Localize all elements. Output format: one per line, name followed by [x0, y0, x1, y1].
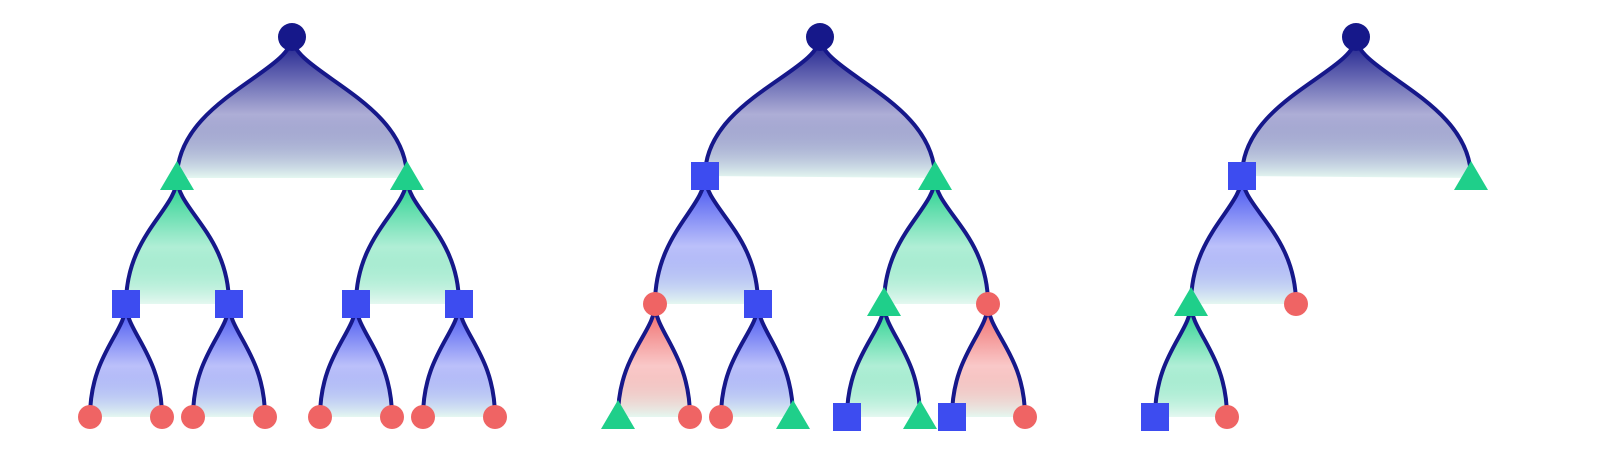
tree-1-b1-branch-fill — [320, 304, 392, 417]
tree-2-node-a1-circle — [643, 292, 667, 316]
tree-2-node-b-triangle — [918, 161, 952, 190]
tree-1-r-branch-fill — [177, 37, 407, 178]
tree-2-a-branch-fill — [655, 176, 758, 304]
tree-1-node-b1b-circle — [380, 405, 404, 429]
tree-2-node-a2a-circle — [709, 405, 733, 429]
tree-1-node-b-triangle — [390, 161, 424, 190]
tree-1-node-b1a-circle — [308, 405, 332, 429]
tree-1-node-a-triangle — [160, 161, 194, 190]
tree-3-a-branch-fill — [1191, 176, 1296, 304]
tree-2-node-a2-square — [744, 290, 772, 318]
tree-3-a1-branch-fill — [1155, 304, 1227, 417]
tree-2-node-b2-circle — [976, 292, 1000, 316]
tree-2-node-a-square — [691, 162, 719, 190]
tree-1-node-r-root — [278, 23, 306, 51]
tree-1-node-a2a-circle — [181, 405, 205, 429]
tree-2-node-a1b-circle — [678, 405, 702, 429]
tree-3-node-a-square — [1228, 162, 1256, 190]
tree-2-node-a1a-triangle — [601, 400, 635, 429]
tree-1-node-a1-square — [112, 290, 140, 318]
tree-1-node-a1a-circle — [78, 405, 102, 429]
tree-2-node-a2b-triangle — [776, 400, 810, 429]
tree-2-b2-branch-fill — [952, 304, 1025, 417]
tree-2-node-b2b-circle — [1013, 405, 1037, 429]
tree-2-node-b1a-square — [833, 403, 861, 431]
tree-2-node-b1-triangle — [867, 287, 901, 316]
tree-1-b-branch-fill — [356, 178, 459, 304]
tree-1-node-b2a-circle — [411, 405, 435, 429]
tree-1-node-a2b-circle — [253, 405, 277, 429]
branch-gradient-fills — [90, 37, 1471, 417]
tree-3-node-r-root — [1342, 23, 1370, 51]
tree-nodes — [78, 23, 1488, 431]
tree-3-node-a1b-circle — [1215, 405, 1239, 429]
tree-2-node-r-root — [806, 23, 834, 51]
tree-1-a1-branch-fill — [90, 304, 162, 417]
tree-2-a2-branch-fill — [721, 304, 793, 417]
tree-2-a1-branch-fill — [618, 304, 690, 417]
tree-1-node-a1b-circle — [150, 405, 174, 429]
tree-1-a-branch-fill — [126, 178, 229, 304]
tree-3-node-a1a-square — [1141, 403, 1169, 431]
tree-1-node-b1-square — [342, 290, 370, 318]
tree-2-b-branch-fill — [884, 178, 988, 304]
tree-3-node-a2-circle — [1284, 292, 1308, 316]
tree-1-node-b2b-circle — [483, 405, 507, 429]
tree-3-r-branch-fill — [1242, 37, 1471, 178]
tree-2-node-b2a-square — [938, 403, 966, 431]
tree-1-b2-branch-fill — [423, 304, 495, 417]
tree-2-r-branch-fill — [705, 37, 935, 178]
tree-2-node-b1b-triangle — [903, 400, 937, 429]
tree-1-a2-branch-fill — [193, 304, 265, 417]
tree-3-node-b-triangle — [1454, 161, 1488, 190]
tree-1-node-b2-square — [445, 290, 473, 318]
tree-1-node-a2-square — [215, 290, 243, 318]
tree-edges — [88, 35, 1473, 419]
tree-3-node-a1-triangle — [1174, 287, 1208, 316]
tree-2-b1-branch-fill — [847, 304, 920, 417]
